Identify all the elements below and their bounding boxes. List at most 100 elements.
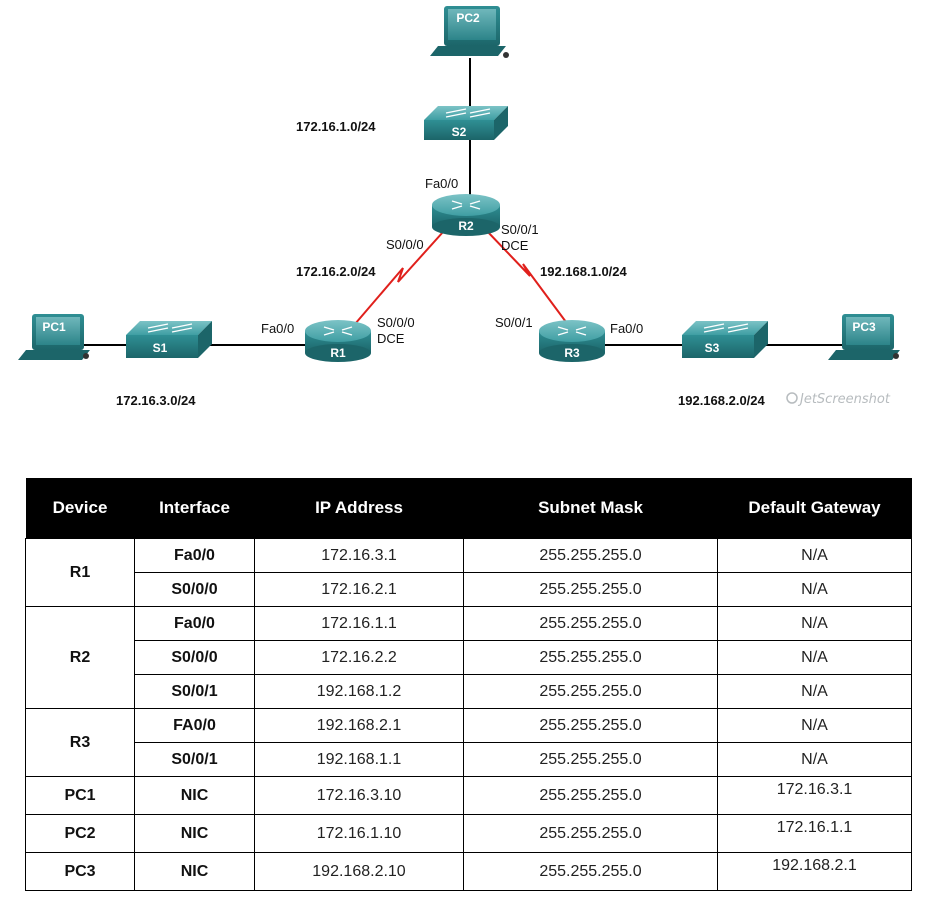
r1-fa00-label: Fa0/0 bbox=[261, 321, 294, 336]
pc2-label: PC2 bbox=[456, 11, 480, 25]
default-gateway-cell: N/A bbox=[717, 674, 912, 709]
s3-label: S3 bbox=[705, 341, 720, 355]
interface-cell: Fa0/0 bbox=[134, 538, 255, 573]
network-label-s2-lan: 172.16.1.0/24 bbox=[296, 119, 376, 134]
header-device: Device bbox=[25, 478, 135, 539]
network-label-r2-r3: 192.168.1.0/24 bbox=[540, 264, 628, 279]
subnet-mask-cell: 255.255.255.0 bbox=[463, 538, 718, 573]
default-gateway-cell: N/A bbox=[717, 538, 912, 573]
r2-dce-label: DCE bbox=[501, 238, 529, 253]
header-ip-address: IP Address bbox=[254, 478, 464, 539]
interface-cell: S0/0/1 bbox=[134, 742, 255, 777]
r1-s000-label: S0/0/0 bbox=[377, 315, 415, 330]
pc3-device[interactable]: PC3 bbox=[828, 314, 900, 360]
s3-switch[interactable]: S3 bbox=[682, 321, 768, 358]
ip-address-cell: 172.16.1.10 bbox=[254, 814, 464, 853]
r2-fa00-label: Fa0/0 bbox=[425, 176, 458, 191]
device-cell: PC3 bbox=[25, 852, 135, 891]
serial-links bbox=[354, 229, 567, 325]
r2-label: R2 bbox=[458, 219, 474, 233]
svg-text:JetScreenshot: JetScreenshot bbox=[797, 392, 891, 407]
device-cell: PC2 bbox=[25, 814, 135, 853]
default-gateway-cell: N/A bbox=[717, 708, 912, 743]
ip-address-cell: 172.16.2.2 bbox=[254, 640, 464, 675]
interface-cell: NIC bbox=[134, 776, 255, 815]
default-gateway-cell: 172.16.3.1 bbox=[717, 776, 912, 815]
r3-fa00-label: Fa0/0 bbox=[610, 321, 643, 336]
addressing-table: Device Interface IP Address Subnet Mask … bbox=[25, 478, 912, 891]
network-label-s3-lan: 192.168.2.0/24 bbox=[678, 393, 766, 408]
device-cell: R2 bbox=[25, 606, 135, 709]
interface-cell: S0/0/1 bbox=[134, 674, 255, 709]
subnet-mask-cell: 255.255.255.0 bbox=[463, 606, 718, 641]
header-default-gateway: Default Gateway bbox=[717, 478, 912, 539]
device-cell: R3 bbox=[25, 708, 135, 777]
default-gateway-cell: N/A bbox=[717, 742, 912, 777]
default-gateway-cell: N/A bbox=[717, 606, 912, 641]
network-label-s1-lan: 172.16.3.0/24 bbox=[116, 393, 196, 408]
interface-cell: S0/0/0 bbox=[134, 572, 255, 607]
default-gateway-cell: N/A bbox=[717, 572, 912, 607]
r1-label: R1 bbox=[330, 346, 346, 360]
serial-link-r1-r2 bbox=[354, 231, 444, 325]
interface-cell: S0/0/0 bbox=[134, 640, 255, 675]
s1-label: S1 bbox=[153, 341, 168, 355]
serial-link-r2-r3 bbox=[485, 229, 567, 323]
pc1-device[interactable]: PC1 bbox=[18, 314, 90, 360]
ip-address-cell: 172.16.3.1 bbox=[254, 538, 464, 573]
r2-s000-label: S0/0/0 bbox=[386, 237, 424, 252]
subnet-mask-cell: 255.255.255.0 bbox=[463, 572, 718, 607]
r2-router[interactable]: R2 bbox=[432, 194, 500, 236]
ip-address-cell: 192.168.2.1 bbox=[254, 708, 464, 743]
s1-switch[interactable]: S1 bbox=[126, 321, 212, 358]
default-gateway-cell: 172.16.1.1 bbox=[717, 814, 912, 853]
ip-address-cell: 172.16.1.1 bbox=[254, 606, 464, 641]
r3-label: R3 bbox=[564, 346, 580, 360]
r3-s001-label: S0/0/1 bbox=[495, 315, 533, 330]
watermark-logo: JetScreenshot bbox=[786, 392, 891, 407]
pc1-label: PC1 bbox=[42, 320, 66, 334]
network-label-r1-r2: 172.16.2.0/24 bbox=[296, 264, 376, 279]
device-cell: R1 bbox=[25, 538, 135, 607]
header-interface: Interface bbox=[134, 478, 255, 539]
s2-label: S2 bbox=[452, 125, 467, 139]
interface-cell: NIC bbox=[134, 814, 255, 853]
device-cell: PC1 bbox=[25, 776, 135, 815]
default-gateway-cell: N/A bbox=[717, 640, 912, 675]
default-gateway-cell: 192.168.2.1 bbox=[717, 852, 912, 891]
ip-address-cell: 192.168.1.1 bbox=[254, 742, 464, 777]
subnet-mask-cell: 255.255.255.0 bbox=[463, 742, 718, 777]
subnet-mask-cell: 255.255.255.0 bbox=[463, 674, 718, 709]
subnet-mask-cell: 255.255.255.0 bbox=[463, 640, 718, 675]
network-topology-diagram: PC2 S2 R2 PC1 bbox=[18, 6, 900, 408]
ip-address-cell: 172.16.2.1 bbox=[254, 572, 464, 607]
ip-address-cell: 192.168.1.2 bbox=[254, 674, 464, 709]
r3-router[interactable]: R3 bbox=[539, 320, 605, 362]
r1-dce-label: DCE bbox=[377, 331, 405, 346]
header-subnet-mask: Subnet Mask bbox=[463, 478, 718, 539]
pc3-label: PC3 bbox=[852, 320, 876, 334]
s2-switch[interactable]: S2 bbox=[424, 106, 508, 140]
r2-s001-label: S0/0/1 bbox=[501, 222, 539, 237]
pc2-device[interactable]: PC2 bbox=[430, 6, 509, 58]
subnet-mask-cell: 255.255.255.0 bbox=[463, 814, 718, 853]
subnet-mask-cell: 255.255.255.0 bbox=[463, 776, 718, 815]
interface-cell: Fa0/0 bbox=[134, 606, 255, 641]
interface-cell: FA0/0 bbox=[134, 708, 255, 743]
table-header-row: Device Interface IP Address Subnet Mask … bbox=[25, 478, 912, 539]
ip-address-cell: 192.168.2.10 bbox=[254, 852, 464, 891]
interface-cell: NIC bbox=[134, 852, 255, 891]
ip-address-cell: 172.16.3.10 bbox=[254, 776, 464, 815]
r1-router[interactable]: R1 bbox=[305, 320, 371, 362]
